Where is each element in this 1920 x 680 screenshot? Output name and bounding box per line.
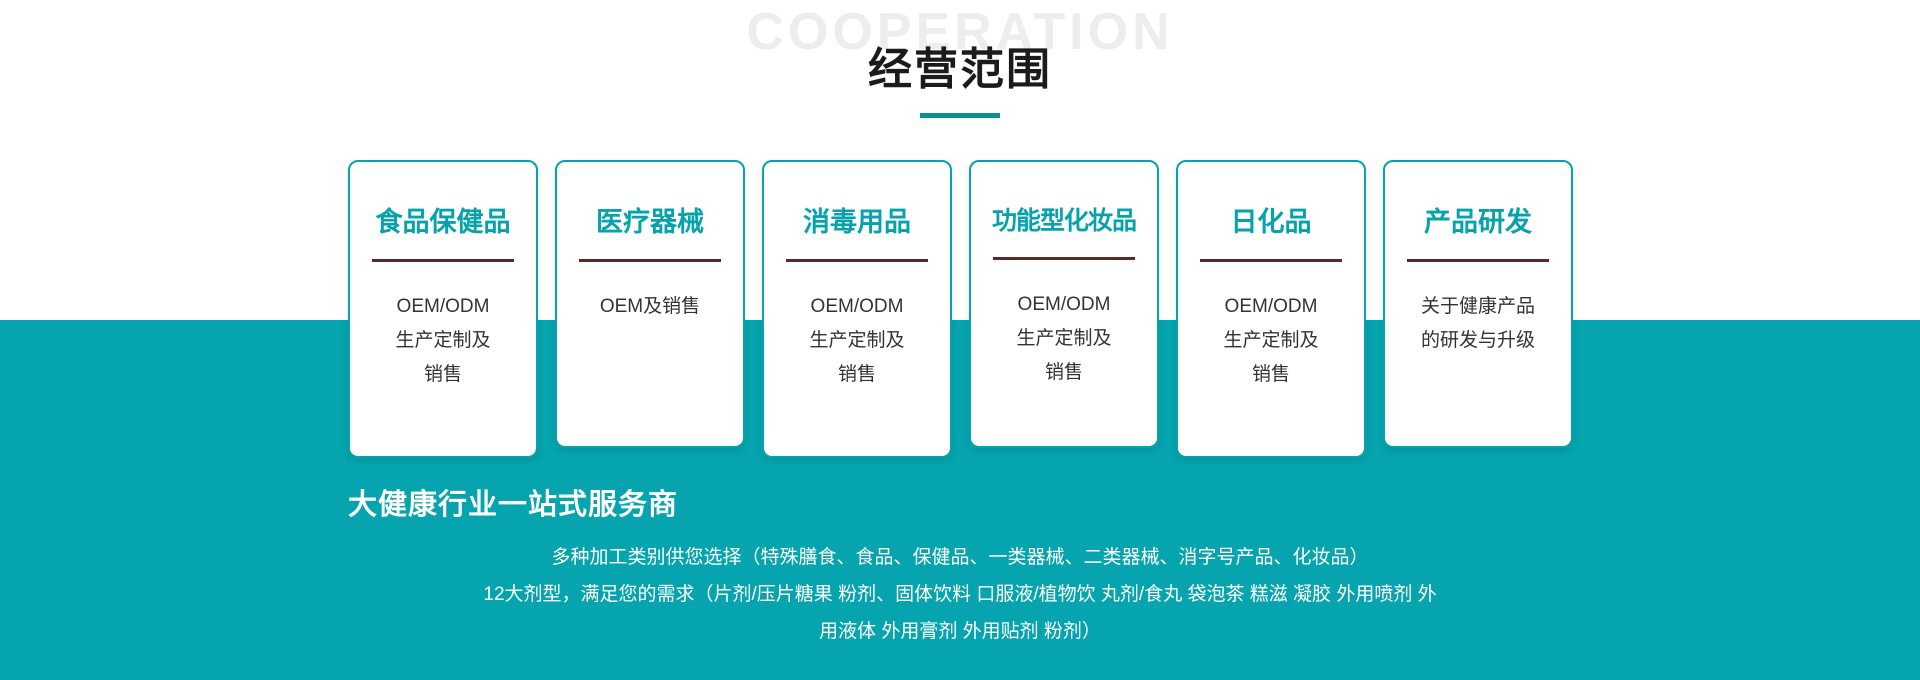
section-bottom: 大健康行业一站式服务商 多种加工类别供您选择（特殊膳食、食品、保健品、一类器械、… [0,488,1920,650]
scope-card-divider [579,258,721,262]
scope-card-title: 医疗器械 [596,207,704,237]
scope-card-divider [1200,258,1342,262]
page-title: 经营范围 [868,45,1052,94]
scope-card-medical-device[interactable]: 医疗器械 OEM及销售 [555,160,745,448]
scope-card-functional-cosmetics[interactable]: 功能型化妆品 OEM/ODM 生产定制及 销售 [969,160,1159,448]
scope-card-title: 日化品 [1230,207,1312,237]
scope-card-divider [786,258,928,262]
scope-card-rnd[interactable]: 产品研发 关于健康产品 的研发与升级 [1383,160,1573,448]
scope-card-disinfection[interactable]: 消毒用品 OEM/ODM 生产定制及 销售 [762,160,952,458]
scope-card-body: OEM/ODM 生产定制及 销售 [1016,293,1112,383]
bottom-line: 多种加工类别供您选择（特殊膳食、食品、保健品、一类器械、二类器械、消字号产品、化… [551,546,1369,568]
scope-card-title: 食品保健品 [375,207,511,237]
bottom-line: 12大剂型，满足您的需求（片剂/压片糖果 粉剂、固体饮料 口服液/植物饮 丸剂/… [483,583,1437,605]
scope-card-body: OEM/ODM 生产定制及 销售 [395,295,491,385]
scope-card-title: 消毒用品 [803,207,911,237]
section-header: COOPERATION 经营范围 [0,0,1920,130]
scope-card-list: 食品保健品 OEM/ODM 生产定制及 销售 医疗器械 OEM及销售 消毒用品 … [348,160,1618,458]
scope-card-divider [372,258,514,262]
scope-card-body: OEM/ODM 生产定制及 销售 [1223,295,1319,385]
bottom-headline: 大健康行业一站式服务商 [348,489,679,521]
bottom-description: 多种加工类别供您选择（特殊膳食、食品、保健品、一类器械、二类器械、消字号产品、化… [0,539,1920,650]
scope-card-title: 产品研发 [1424,207,1532,237]
title-underline [920,113,1000,118]
scope-card-body: 关于健康产品 的研发与升级 [1420,295,1535,351]
teal-background-band [0,320,1920,680]
scope-card-daily-chemicals[interactable]: 日化品 OEM/ODM 生产定制及 销售 [1176,160,1366,458]
scope-card-divider [993,256,1135,260]
scope-card-title: 功能型化妆品 [991,207,1137,235]
bottom-line: 用液体 外用膏剂 外用贴剂 粉剂） [819,620,1101,642]
scope-card-food-health[interactable]: 食品保健品 OEM/ODM 生产定制及 销售 [348,160,538,458]
scope-card-divider [1407,258,1549,262]
scope-card-body: OEM/ODM 生产定制及 销售 [809,295,905,385]
scope-card-body: OEM及销售 [599,295,701,317]
watermark-text: COOPERATION [746,3,1174,61]
